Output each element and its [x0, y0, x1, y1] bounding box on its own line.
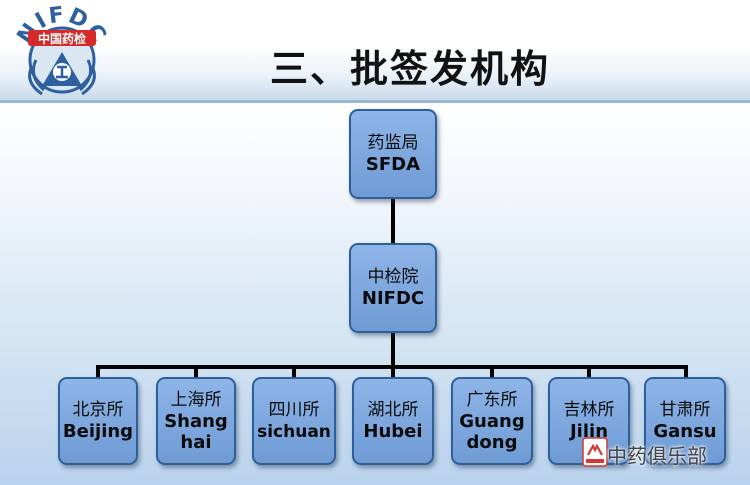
org-node-zh-label: 上海所	[170, 390, 222, 410]
slide-title: 三、批签发机构	[270, 47, 551, 91]
org-node-jilin: 吉林所 Jilin	[548, 377, 630, 465]
org-node-gansu: 甘肃所 Gansu	[644, 377, 726, 465]
org-node-en-label: Hubei	[363, 421, 423, 442]
org-node-en-label: Gansu	[653, 421, 717, 442]
org-node-zh-label: 湖北所	[367, 400, 419, 420]
header-divider	[0, 100, 750, 103]
connector-branch-6	[587, 365, 591, 379]
org-node-zh-label: 甘肃所	[659, 400, 711, 420]
connector-branch-1	[96, 365, 100, 379]
org-node-zh-label: 北京所	[72, 400, 124, 420]
nifdc-emblem-icon: NIFDC 中国药检	[13, 4, 110, 96]
connector-branch-5	[490, 365, 494, 379]
connector-branch-2	[194, 365, 198, 379]
org-node-en-label: Jilin	[569, 421, 609, 442]
connector-root-middle	[391, 197, 395, 245]
org-node-nifdc: 中检院 NIFDC	[349, 243, 437, 333]
connector-branch-3	[292, 365, 296, 379]
org-node-sichuan: 四川所 sichuan	[252, 377, 336, 465]
connector-middle-bus	[391, 333, 395, 367]
org-node-en-label: Shang hai	[164, 411, 228, 453]
connector-branch-7	[684, 365, 688, 379]
org-node-en-label: SFDA	[365, 154, 421, 175]
watermark-text: 中药俱乐部	[607, 444, 707, 468]
org-node-sfda: 药监局 SFDA	[349, 109, 437, 199]
org-node-hubei: 湖北所 Hubei	[352, 377, 434, 465]
org-node-shanghai: 上海所 Shang hai	[156, 377, 236, 465]
org-node-en-label: sichuan	[257, 422, 331, 442]
slide-header	[0, 0, 750, 102]
org-node-zh-label: 药监局	[367, 133, 419, 153]
wechat-account-icon	[582, 437, 608, 467]
org-node-en-label: NIFDC	[361, 288, 425, 309]
org-node-en-label: Beijing	[62, 421, 134, 442]
org-node-guangdong: 广东所 Guang dong	[451, 377, 533, 465]
logo-band-text: 中国药检	[38, 31, 86, 46]
org-node-beijing: 北京所 Beijing	[58, 377, 138, 465]
connector-branch-4	[391, 365, 395, 379]
org-node-zh-label: 四川所	[268, 400, 320, 420]
org-node-en-label: Guang dong	[459, 411, 525, 453]
org-node-zh-label: 中检院	[367, 267, 419, 287]
org-node-zh-label: 吉林所	[563, 400, 615, 420]
org-node-zh-label: 广东所	[466, 390, 518, 410]
